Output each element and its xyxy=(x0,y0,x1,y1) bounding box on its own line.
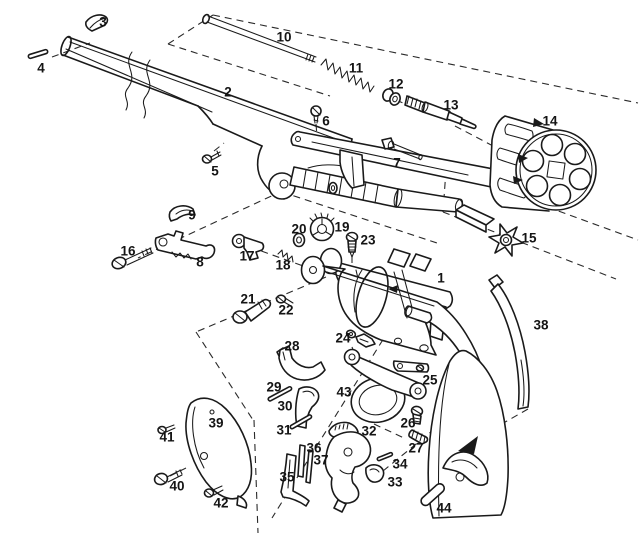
part-barrel xyxy=(60,35,464,213)
part-pin-34 xyxy=(376,451,394,462)
part-wheel-19 xyxy=(309,212,335,242)
part-pin-4 xyxy=(27,48,49,60)
part-label-8: 8 xyxy=(196,255,204,270)
part-bolt-8 xyxy=(154,230,216,260)
part-label-33: 33 xyxy=(387,475,403,490)
part-screw-41 xyxy=(157,424,176,435)
part-label-15: 15 xyxy=(521,231,537,246)
part-label-39: 39 xyxy=(208,416,223,431)
part-screw-26 xyxy=(410,405,424,425)
part-screw-22 xyxy=(275,294,294,307)
part-label-5: 5 xyxy=(211,164,219,179)
part-lever-25 xyxy=(392,360,430,373)
part-screw-42 xyxy=(203,485,224,498)
part-label-27: 27 xyxy=(408,441,423,456)
part-label-25: 25 xyxy=(422,373,438,388)
part-frame xyxy=(322,248,483,373)
part-pin-31 xyxy=(289,414,313,430)
part-label-23: 23 xyxy=(360,233,376,248)
part-stirrup-33 xyxy=(365,464,385,483)
part-mainspring-38 xyxy=(488,274,530,410)
part-spring-35 xyxy=(280,453,310,507)
part-label-1: 1 xyxy=(437,271,445,286)
part-bushing-12 xyxy=(382,88,401,106)
part-spring-11 xyxy=(320,58,375,93)
part-thumbpiece-17 xyxy=(231,233,265,261)
part-label-17: 17 xyxy=(239,249,254,264)
part-label-34: 34 xyxy=(392,457,408,472)
part-label-35: 35 xyxy=(279,470,295,485)
part-label-40: 40 xyxy=(169,479,184,494)
part-label-41: 41 xyxy=(159,430,175,445)
part-label-37: 37 xyxy=(313,453,328,468)
part-label-29: 29 xyxy=(266,380,281,395)
part-hammer-32 xyxy=(324,421,372,513)
part-hand-24 xyxy=(345,329,376,348)
part-pin-29 xyxy=(267,385,293,402)
part-pin-44 xyxy=(420,482,446,507)
frame-dart xyxy=(388,285,398,293)
part-label-7: 7 xyxy=(393,156,401,171)
part-label-36: 36 xyxy=(306,441,322,456)
part-trigger-30 xyxy=(294,386,320,429)
part-label-28: 28 xyxy=(284,339,300,354)
part-label-24: 24 xyxy=(335,331,351,346)
part-label-20: 20 xyxy=(291,222,306,237)
part-cylinder xyxy=(489,115,597,212)
part-screw-16 xyxy=(111,247,154,270)
cylinder-notch-dart xyxy=(533,118,544,127)
part-ejector-rod xyxy=(201,13,317,63)
part-label-16: 16 xyxy=(120,244,136,259)
part-screw-40 xyxy=(153,469,183,486)
part-label-6: 6 xyxy=(322,114,330,129)
part-label-43: 43 xyxy=(336,385,352,400)
barrel-break-squiggle xyxy=(124,51,133,111)
part-label-26: 26 xyxy=(400,416,416,431)
part-front-sight xyxy=(85,14,109,32)
part-label-32: 32 xyxy=(361,424,376,439)
part-label-11: 11 xyxy=(349,61,364,76)
part-spring-18 xyxy=(277,249,294,263)
part-label-30: 30 xyxy=(277,399,292,414)
part-label-2: 2 xyxy=(224,85,232,100)
part-label-14: 14 xyxy=(542,114,558,129)
part-plunger-27 xyxy=(408,429,429,445)
part-label-13: 13 xyxy=(443,98,459,113)
part-label-21: 21 xyxy=(240,292,256,307)
part-label-38: 38 xyxy=(533,318,549,333)
part-label-12: 12 xyxy=(388,77,403,92)
part-bushing-20 xyxy=(292,232,306,248)
part-36 xyxy=(297,444,306,478)
part-screw-23 xyxy=(345,231,359,258)
part-label-9: 9 xyxy=(188,208,196,223)
part-37 xyxy=(305,449,314,484)
part-label-31: 31 xyxy=(276,423,292,438)
grip-arrow xyxy=(458,436,478,454)
part-label-10: 10 xyxy=(276,30,291,45)
part-sideplate-39 xyxy=(185,397,253,509)
part-trigger-guard-43 xyxy=(343,348,427,424)
part-9 xyxy=(168,205,196,222)
part-label-19: 19 xyxy=(334,220,349,235)
part-label-22: 22 xyxy=(278,303,293,318)
part-label-4: 4 xyxy=(37,61,45,76)
part-label-18: 18 xyxy=(275,258,291,273)
part-label-44: 44 xyxy=(436,501,452,516)
part-label-42: 42 xyxy=(213,496,228,511)
part-stop-28 xyxy=(276,345,326,381)
part-center-pin-13 xyxy=(404,95,477,130)
part-screw-5 xyxy=(201,150,222,164)
part-pin-7 xyxy=(381,137,423,161)
part-screw-6 xyxy=(310,105,322,124)
part-label-3: 3 xyxy=(99,15,107,30)
part-extractor xyxy=(455,204,524,257)
part-screw-21 xyxy=(232,298,272,324)
